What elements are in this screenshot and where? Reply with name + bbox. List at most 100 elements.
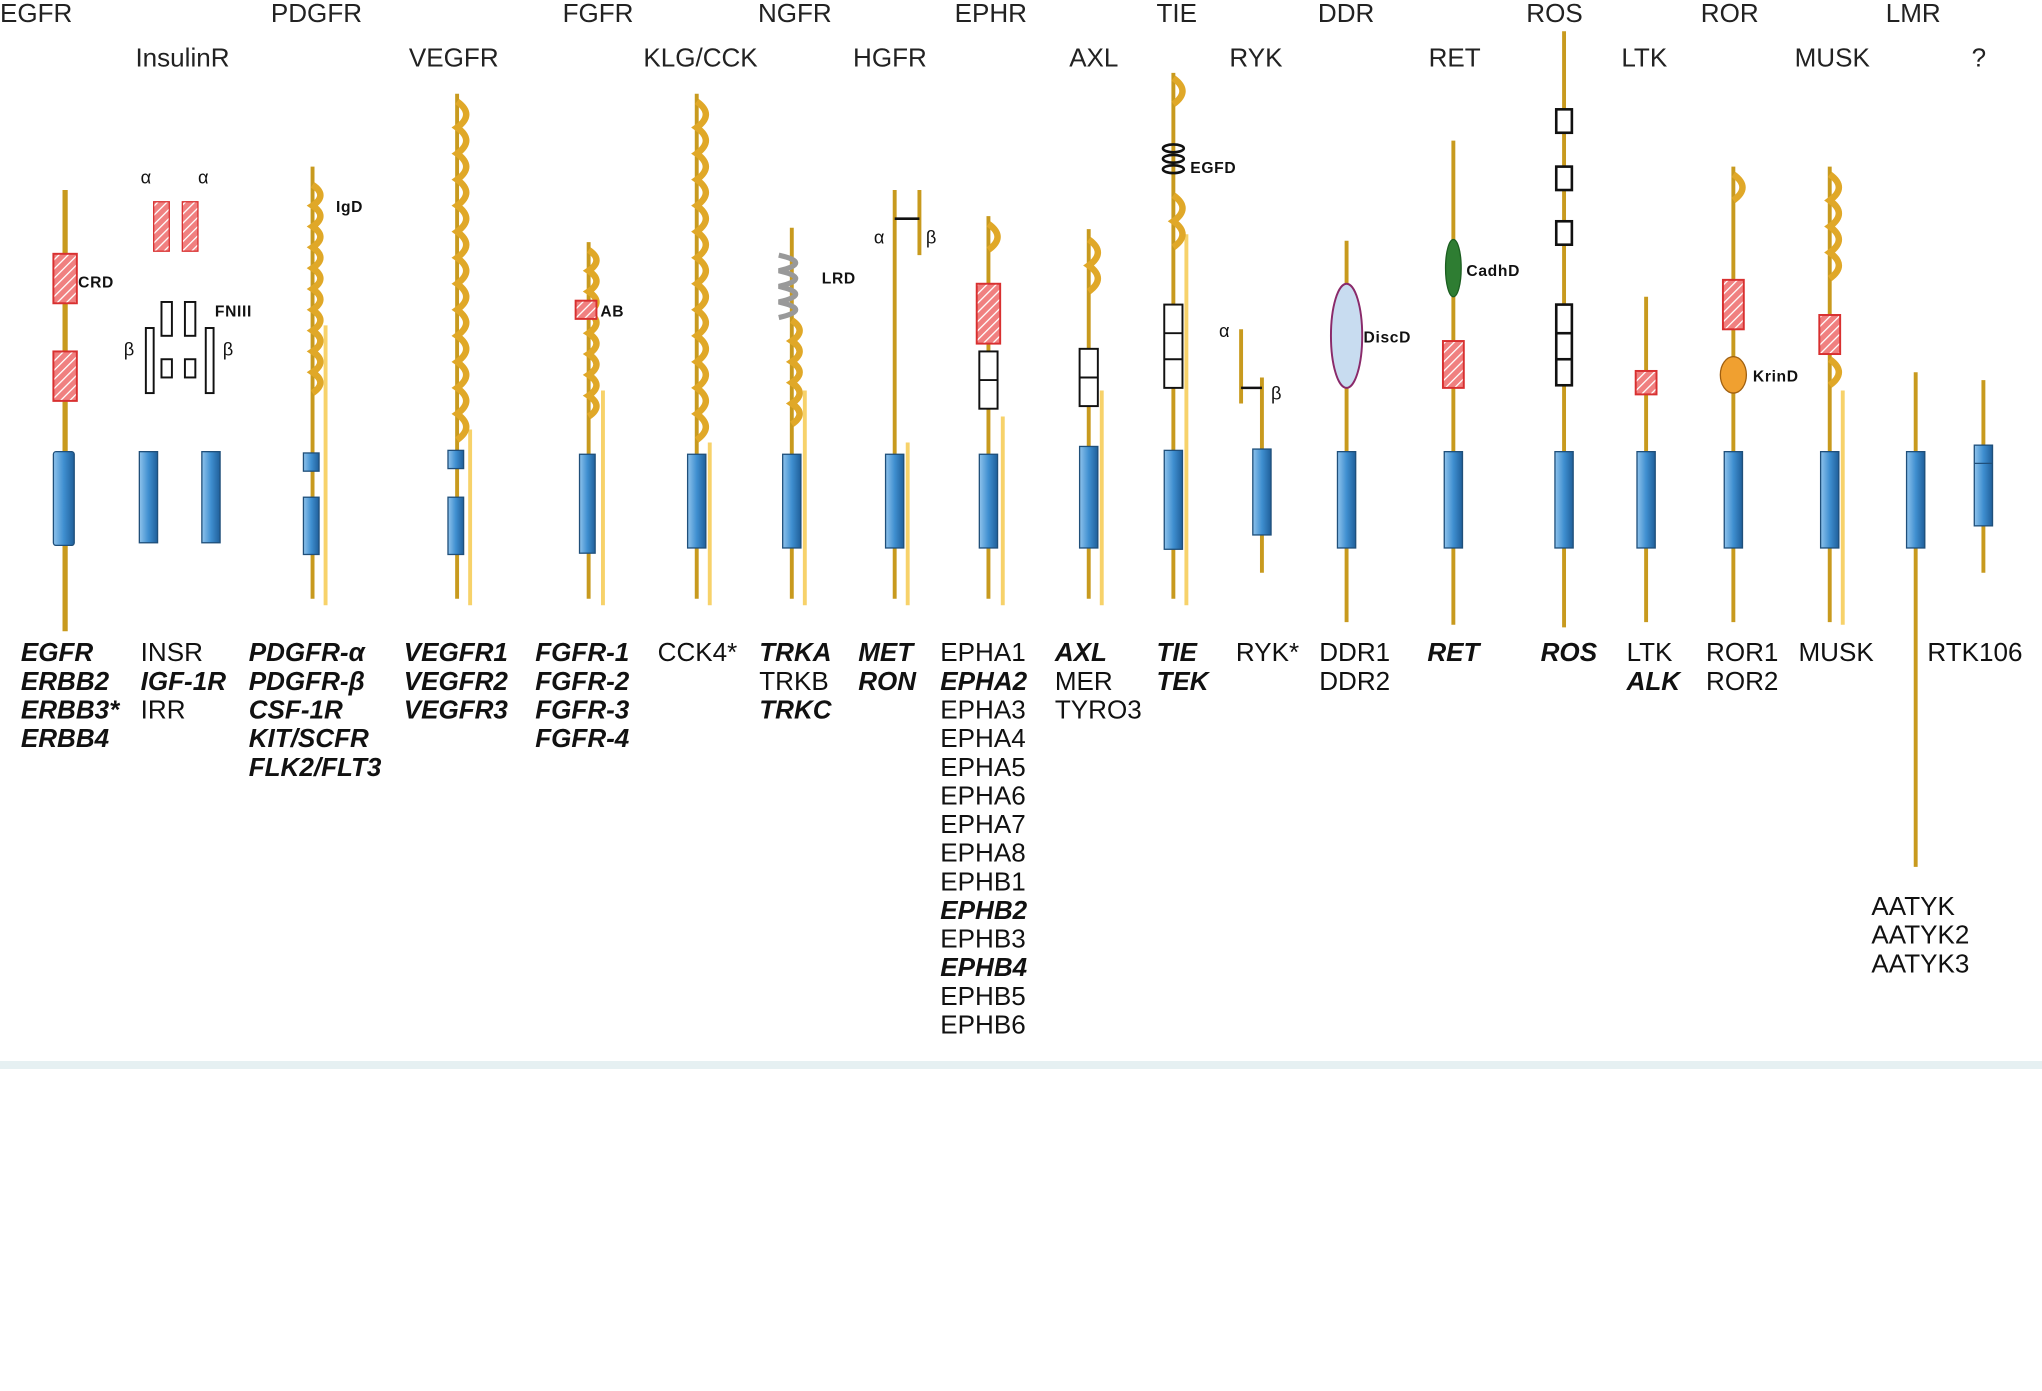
family-label-hgfr: HGFR (853, 44, 927, 73)
gene-name: ERBB2 (20, 667, 110, 697)
gene-name: EPHA7 (940, 810, 1026, 840)
gene-name: TEK (1156, 667, 1209, 697)
family-label-ros: ROS (1526, 0, 1583, 29)
domain-label-discd: DiscD (1363, 328, 1412, 347)
receptor-fgfr (574, 242, 605, 606)
gene-name: FGFR-4 (535, 724, 630, 754)
ryk-alpha-label: α (1218, 320, 1230, 342)
receptor-ryk (1239, 329, 1272, 573)
gene-name: IRR (140, 696, 186, 725)
gene-name: INSR (140, 639, 203, 668)
gene-name: EPHB6 (940, 1011, 1026, 1040)
gene-name: PDGFR-β (248, 667, 365, 697)
receptor-ror (1719, 166, 1748, 623)
gene-name: ROR1 (1706, 639, 1779, 668)
gene-name: RON (858, 667, 917, 697)
gene-name: RTK106 (1927, 639, 2023, 668)
family-label-insulinr: InsulinR (135, 44, 230, 73)
gene-name: PDGFR-α (248, 639, 365, 668)
receptor-hgfr (884, 190, 922, 606)
gene-list-ryk: RYK* (1236, 639, 1299, 668)
family-label-fgfr: FGFR (562, 0, 634, 29)
family-label-ephr: EPHR (954, 0, 1027, 29)
receptor-vegfr (447, 93, 473, 606)
receptor-ltk (1634, 296, 1658, 623)
gene-name: ROR2 (1706, 667, 1779, 697)
receptor-ngfr (778, 227, 807, 606)
receptor-axl (1078, 229, 1104, 606)
gene-name: EPHA4 (940, 724, 1026, 754)
domain-label-cadhd: CadhD (1466, 261, 1521, 280)
family-label-ror: ROR (1700, 0, 1759, 29)
gene-name: AATYK3 (1871, 950, 1970, 979)
insr-alpha-label-right: α (197, 166, 209, 188)
gene-name: AATYK2 (1871, 921, 1970, 951)
gene-name: TIE (1156, 639, 1197, 668)
gene-name: EPHA3 (940, 696, 1026, 725)
receptor-musk (1818, 166, 1845, 625)
gene-name: FGFR-3 (535, 696, 630, 725)
receptor-klg-cck (686, 93, 712, 606)
gene-name: FGFR-2 (535, 667, 630, 697)
gene-name: RET (1427, 639, 1480, 668)
domain-label-crd: CRD (78, 273, 114, 292)
gene-name: FLK2/FLT3 (248, 753, 382, 783)
family-label-axl: AXL (1069, 44, 1119, 73)
receptor-lmr (1905, 372, 1926, 867)
gene-name: ROS (1540, 639, 1598, 668)
gene-name: EPHA1 (940, 639, 1026, 668)
gene-name: KIT/SCFR (248, 724, 369, 754)
receptor-tie (1161, 72, 1189, 606)
receptor-egfr (52, 190, 78, 632)
gene-name: EPHA2 (940, 667, 1028, 697)
family-label-musk: MUSK (1794, 44, 1870, 73)
gene-name: AATYK (1871, 892, 1955, 922)
receptor-insulinr (138, 201, 221, 544)
gene-name: DDR1 (1319, 639, 1391, 668)
family-label-ngfr: NGFR (757, 0, 832, 29)
insr-beta-label-right: β (222, 338, 234, 360)
bottom-band (0, 1061, 2042, 1069)
family-label-pdgfr: PDGFR (270, 0, 363, 29)
gene-name: TRKB (759, 667, 829, 697)
family-label-tie: TIE (1156, 0, 1197, 29)
domain-label-krind: KrinD (1752, 367, 1799, 386)
gene-name: TRKC (759, 696, 832, 725)
family-label-egfr: EGFR (0, 0, 73, 29)
family-label-vegfr: VEGFR (408, 44, 499, 73)
ryk-beta-label: β (1271, 382, 1282, 404)
domain-label-egfd: EGFD (1190, 158, 1237, 178)
gene-name: CSF-1R (248, 696, 343, 725)
receptor-ret (1441, 140, 1465, 625)
family-label-ddr: DDR (1317, 0, 1375, 29)
family-label-unknown: ? (1971, 44, 1987, 73)
receptor-ddr (1329, 240, 1364, 623)
family-label-ryk: RYK (1229, 44, 1283, 73)
gene-name: EPHA5 (940, 753, 1026, 783)
domain-label-igd: IgD (335, 197, 364, 217)
gene-name: TRKA (759, 639, 832, 668)
gene-name: TYRO3 (1054, 696, 1142, 725)
gene-name: FGFR-1 (535, 639, 630, 668)
hgfr-beta-label: β (925, 226, 937, 248)
gene-name: EPHA6 (940, 782, 1026, 811)
gene-name: EGFR (20, 639, 94, 668)
gene-list-ros: ROS (1541, 639, 1597, 668)
receptor-ephr (975, 216, 1005, 606)
gene-name: EPHA8 (940, 839, 1026, 869)
receptor-schematics (52, 31, 1994, 867)
insr-alpha-label-left: α (140, 166, 152, 188)
gene-name: EPHB1 (940, 868, 1026, 897)
gene-name: ERBB4 (20, 724, 110, 754)
domain-label-fniii: FNIII (214, 301, 252, 321)
domain-label-ab: AB (600, 301, 625, 321)
